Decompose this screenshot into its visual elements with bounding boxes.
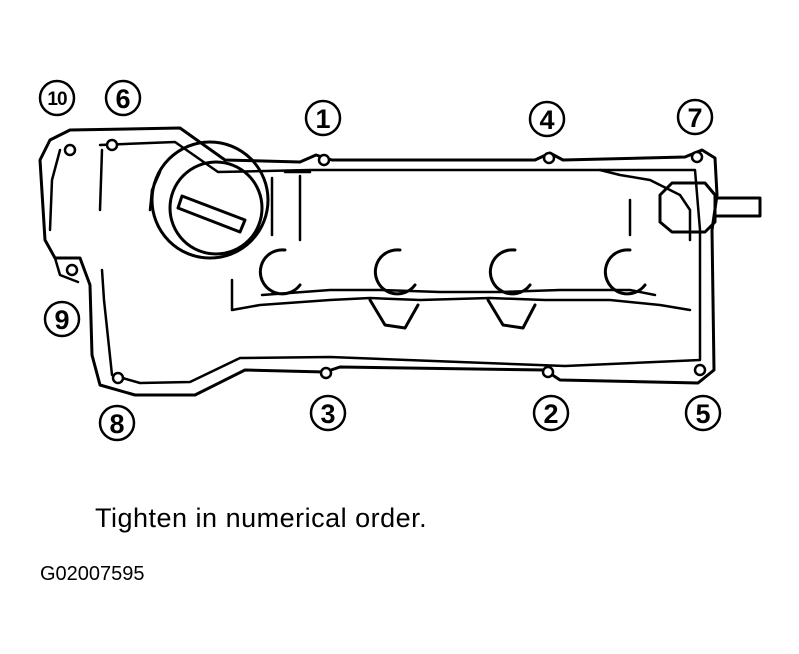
bolt-number-5: 5	[695, 399, 710, 429]
bolt-hole-10	[63, 143, 77, 157]
bolt-hole-2	[541, 365, 555, 379]
bolt-number-4: 4	[539, 105, 554, 135]
bolt-hole-8	[111, 371, 125, 385]
bolt-number-3: 3	[320, 399, 335, 429]
bolt-hole-9	[65, 263, 79, 277]
bolt-callout-3: 3	[309, 394, 347, 432]
bolt-callout-10: 10	[38, 79, 76, 117]
bolt-callout-7: 7	[676, 98, 714, 136]
bolt-callout-6: 6	[104, 79, 142, 117]
bolt-holes	[63, 138, 707, 385]
left-flange	[48, 148, 104, 284]
bolt-hole-6	[105, 138, 119, 152]
bolt-hole-1	[317, 153, 331, 167]
internal-ribs	[230, 168, 692, 312]
oil-filler-cap	[148, 140, 270, 260]
bolt-callout-4: 4	[528, 100, 566, 138]
bolt-number-10: 10	[47, 89, 67, 110]
bolt-number-1: 1	[315, 104, 330, 134]
bolt-number-2: 2	[543, 399, 558, 429]
bolt-number-8: 8	[109, 409, 124, 439]
bolt-callout-1: 1	[304, 99, 342, 137]
valve-cover-outline	[38, 126, 719, 397]
bolt-callout-8: 8	[98, 404, 136, 442]
bolt-number-9: 9	[54, 305, 69, 335]
bolt-callout-2: 2	[532, 394, 570, 432]
bolt-hole-3	[319, 366, 333, 380]
bolt-hole-5	[693, 363, 707, 377]
pcv-valve	[658, 181, 762, 234]
valve-cover-inner-edge	[98, 140, 702, 385]
bolt-hole-4	[542, 151, 556, 165]
bolt-callout-9: 9	[43, 300, 81, 338]
figure-id: G02007595	[40, 563, 145, 585]
spark-plug-bosses	[258, 248, 647, 330]
bolt-callout-5: 5	[684, 394, 722, 432]
bolt-number-6: 6	[115, 84, 130, 114]
bolt-hole-7	[690, 150, 704, 164]
instruction-caption: Tighten in numerical order.	[95, 503, 428, 533]
bolt-number-7: 7	[687, 103, 702, 133]
